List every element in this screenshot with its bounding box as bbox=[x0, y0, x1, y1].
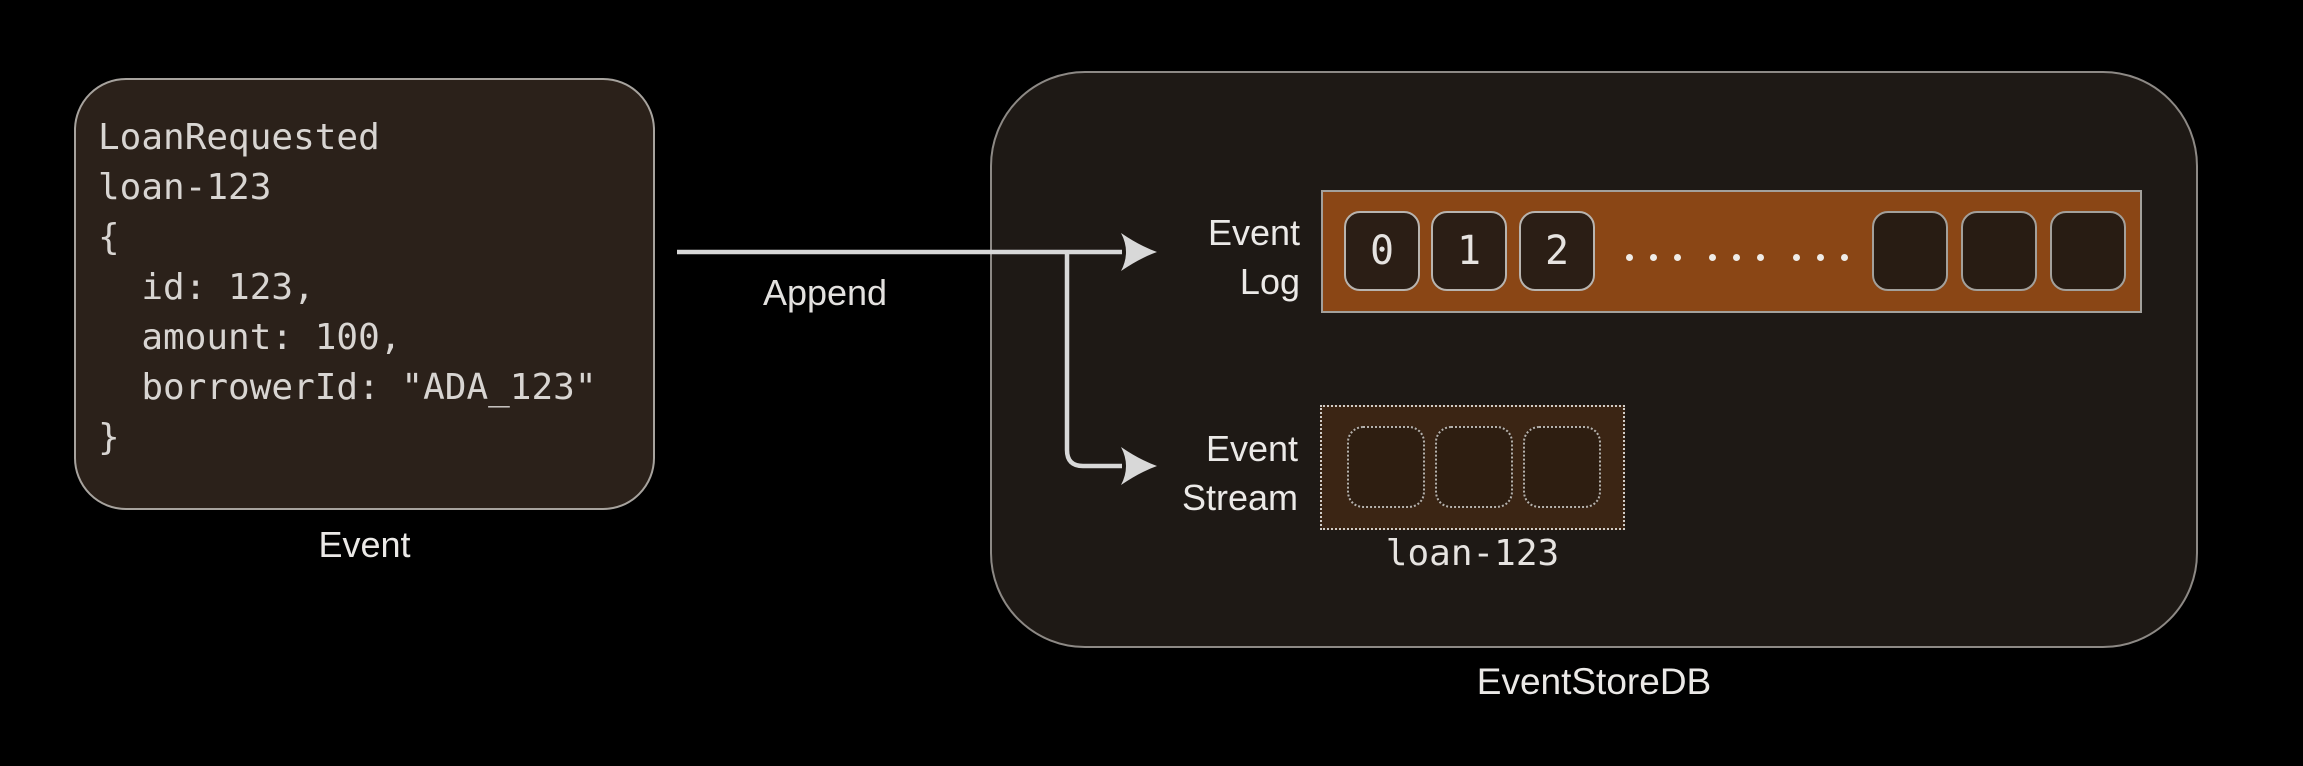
event-code: LoanRequested loan-123 { id: 123, amount… bbox=[98, 117, 597, 458]
stream-cell-placeholder bbox=[1347, 426, 1425, 508]
event-stream-label: Event Stream bbox=[1080, 424, 1298, 522]
event-stream-label-line2: Stream bbox=[1181, 477, 1298, 518]
event-stream-label-line1: Event bbox=[1205, 428, 1298, 469]
ellipsis-dot bbox=[1626, 254, 1633, 261]
event-log-label: Event Log bbox=[1100, 208, 1300, 306]
log-cell-empty bbox=[1872, 211, 1948, 291]
append-label: Append bbox=[762, 272, 888, 313]
log-cell-0: 0 bbox=[1344, 211, 1420, 291]
stream-cell-placeholder bbox=[1523, 426, 1601, 508]
eventstoredb-container bbox=[990, 71, 2198, 648]
event-log-label-line1: Event bbox=[1207, 212, 1300, 253]
ellipsis-dot bbox=[1674, 254, 1681, 261]
eventstoredb-caption: EventStoreDB bbox=[1476, 661, 1712, 702]
log-cell-1: 1 bbox=[1431, 211, 1507, 291]
ellipsis-dot bbox=[1709, 254, 1716, 261]
ellipsis-dot bbox=[1817, 254, 1824, 261]
ellipsis-dot bbox=[1757, 254, 1764, 261]
event-log-label-line2: Log bbox=[1239, 261, 1300, 302]
log-cell-empty bbox=[1961, 211, 2037, 291]
log-cell-empty bbox=[2050, 211, 2126, 291]
event-log-bar: 0 1 2 bbox=[1321, 190, 2142, 313]
event-stream-box bbox=[1320, 405, 1625, 530]
stream-cell-placeholder bbox=[1435, 426, 1513, 508]
event-card: LoanRequested loan-123 { id: 123, amount… bbox=[74, 78, 655, 510]
ellipsis-dot bbox=[1793, 254, 1800, 261]
event-card-caption: Event bbox=[318, 524, 411, 565]
log-cell-2: 2 bbox=[1519, 211, 1595, 291]
ellipsis-dot bbox=[1650, 254, 1657, 261]
ellipsis-dot bbox=[1733, 254, 1740, 261]
ellipsis-dot bbox=[1841, 254, 1848, 261]
stream-id-caption: loan-123 bbox=[1385, 533, 1560, 574]
